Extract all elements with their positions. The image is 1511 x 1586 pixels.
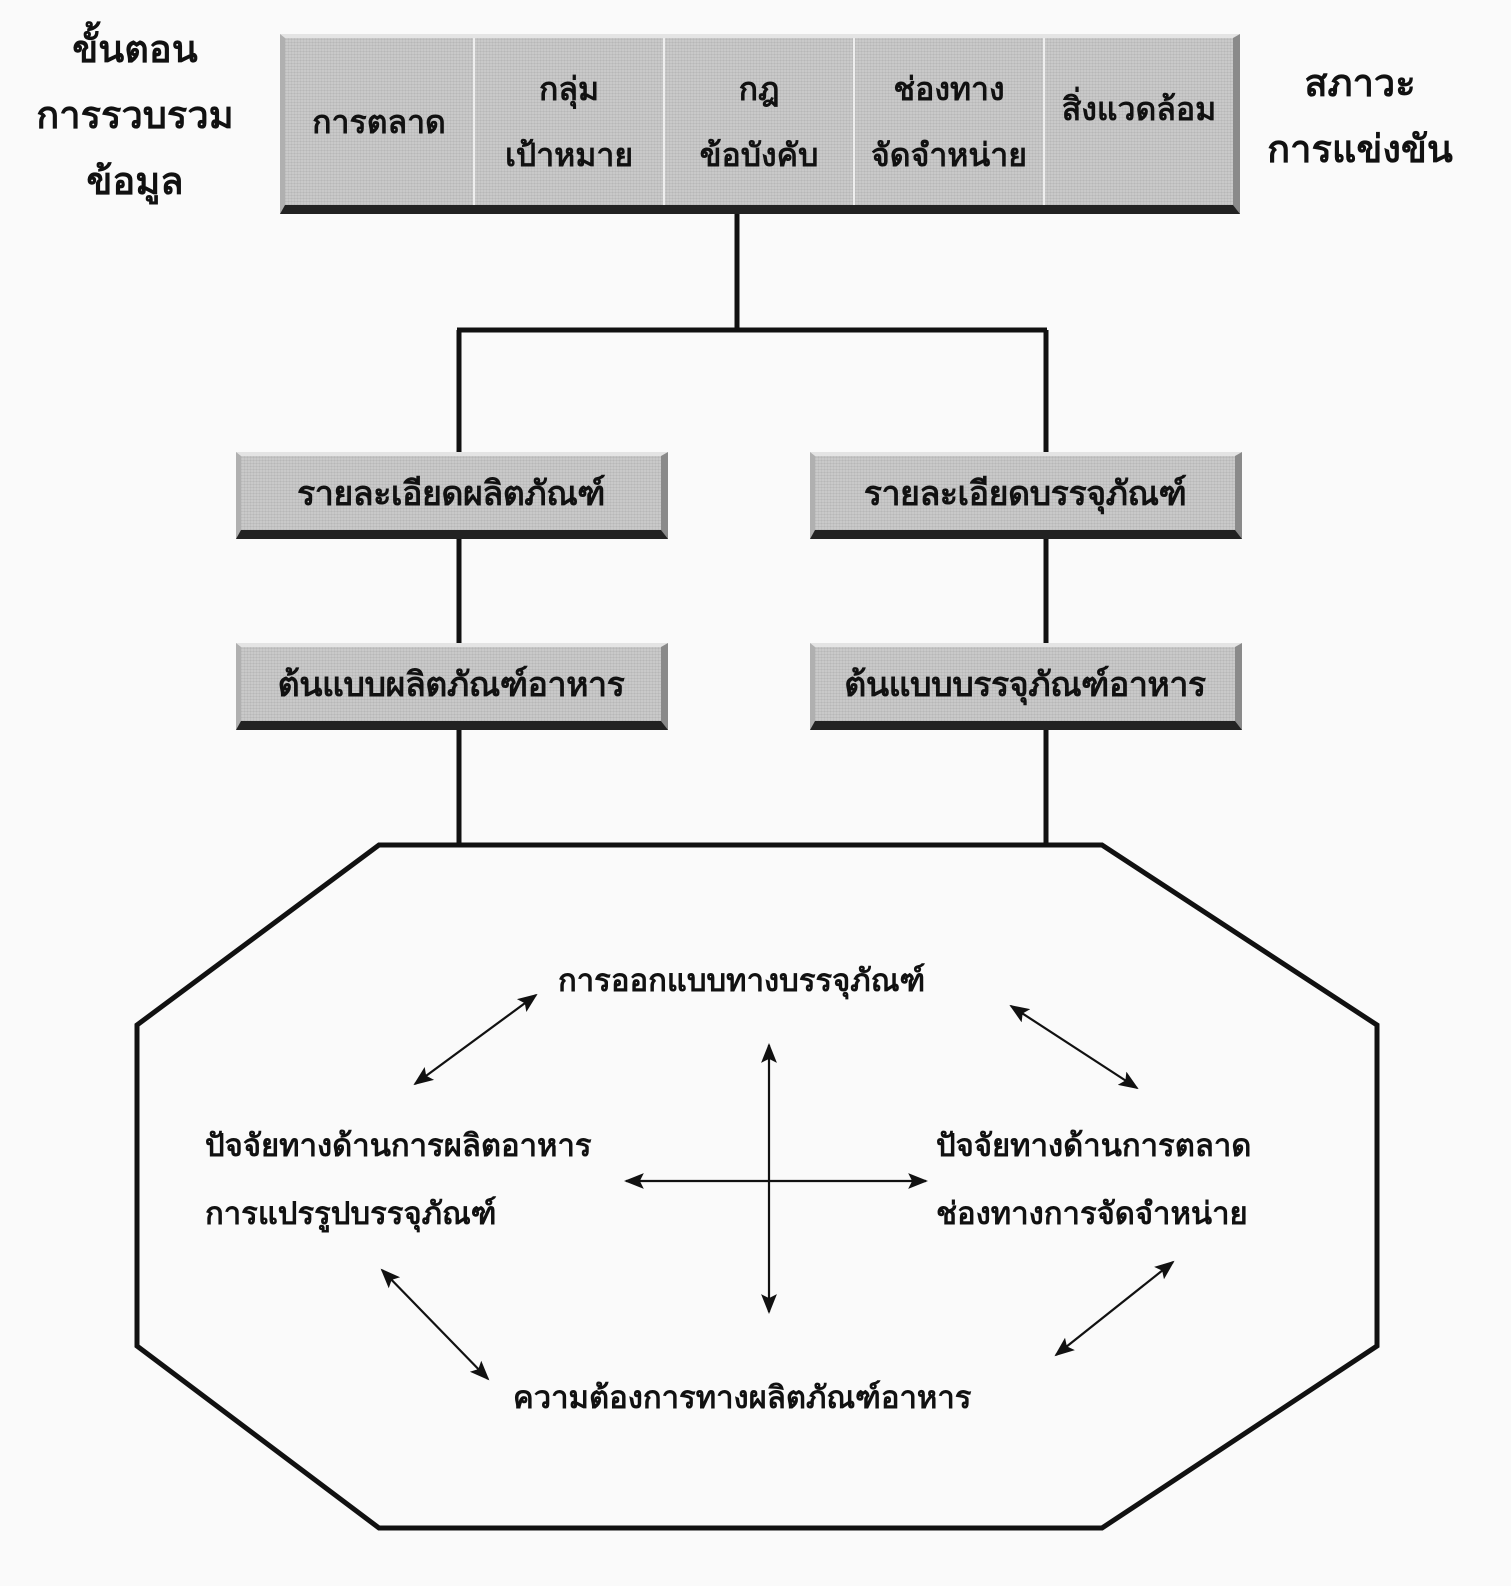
factor-line: เป้าหมาย: [504, 135, 634, 174]
left-label-line: การรวบรวม: [36, 93, 234, 137]
packaging-processing-text: การแปรรูปบรรจุภัณฑ์: [205, 1196, 497, 1232]
packaging-detail-box: รายละเอียดบรรจุภัณฑ์: [810, 452, 1242, 539]
competition-condition-label: สภาวะ การแข่งขัน: [1245, 50, 1475, 182]
food-production-factor-text: ปัจจัยทางด้านการผลิตอาหาร: [205, 1128, 592, 1164]
food-product-prototype-box: ต้นแบบผลิตภัณฑ์อาหาร: [236, 643, 668, 730]
packaging-design-text: การออกแบบทางบรรจุภัณฑ์: [558, 963, 926, 999]
factor-regulations: กฎ ข้อบังคับ: [665, 38, 855, 205]
factor-line: ช่องทาง: [893, 69, 1005, 108]
food-packaging-prototype-box: ต้นแบบบรรจุภัณฑ์อาหาร: [810, 643, 1242, 730]
factor-marketing: การตลาด: [285, 38, 475, 205]
factor-distribution-channel: ช่องทาง จัดจำหน่าย: [855, 38, 1045, 205]
marketing-factor-text: ปัจจัยทางด้านการตลาด: [936, 1128, 1252, 1164]
factor-line: กลุ่ม: [538, 69, 600, 108]
factor-line: ข้อบังคับ: [699, 135, 819, 174]
factor-line: การตลาด: [312, 102, 446, 141]
octagon-frame: [134, 842, 1380, 1531]
factor-line: สิ่งแวดล้อม: [1061, 90, 1217, 128]
right-label-line: สภาวะ: [1304, 61, 1416, 105]
product-detail-box: รายละเอียดผลิตภัณฑ์: [236, 452, 668, 539]
factors-box: การตลาด กลุ่ม เป้าหมาย กฎ ข้อบังคับ ช่อง…: [280, 34, 1240, 214]
packaging-detail-text: รายละเอียดบรรจุภัณฑ์: [863, 474, 1187, 514]
left-label-line: ข้อมูล: [86, 159, 184, 203]
left-label-line: ขั้นตอน: [72, 27, 198, 71]
food-product-requirement-text: ความต้องการทางผลิตภัณฑ์อาหาร: [513, 1380, 972, 1416]
data-collection-step-label: ขั้นตอน การรวบรวม ข้อมูล: [10, 16, 260, 214]
factor-target-group: กลุ่ม เป้าหมาย: [475, 38, 665, 205]
product-detail-text: รายละเอียดผลิตภัณฑ์: [297, 474, 605, 514]
right-label-line: การแข่งขัน: [1267, 127, 1453, 171]
factor-environment: สิ่งแวดล้อม: [1045, 38, 1233, 205]
food-product-prototype-text: ต้นแบบผลิตภัณฑ์อาหาร: [277, 665, 625, 705]
factor-line: กฎ: [738, 69, 780, 108]
arrow-bottom-left: [380, 1268, 490, 1381]
arrow-bottom-right: [1054, 1260, 1175, 1357]
distribution-channel-text: ช่องทางการจัดจำหน่าย: [936, 1196, 1248, 1232]
arrow-top-left: [413, 993, 538, 1086]
food-packaging-prototype-text: ต้นแบบบรรจุภัณฑ์อาหาร: [844, 665, 1206, 705]
arrow-top-right: [1009, 1004, 1139, 1090]
factor-line: จัดจำหน่าย: [871, 135, 1027, 174]
